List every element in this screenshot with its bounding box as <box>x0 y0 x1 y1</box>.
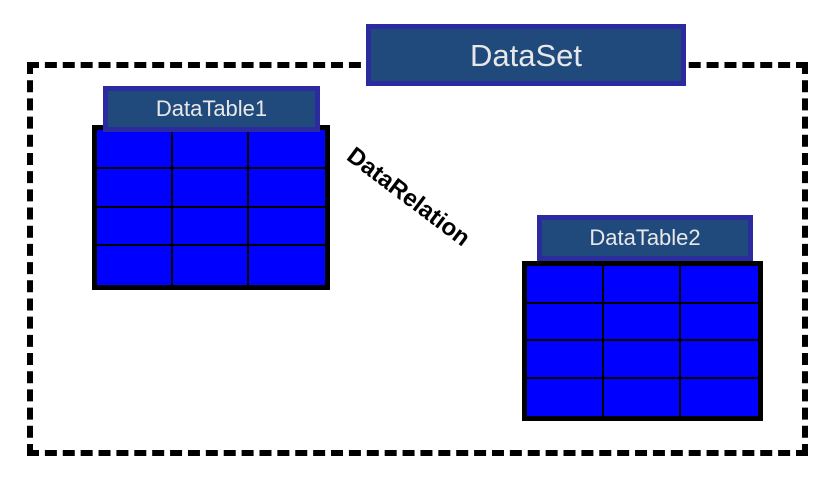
table-cell <box>681 303 758 341</box>
table-cell <box>604 341 681 379</box>
table-cell <box>97 130 173 169</box>
table-cell <box>249 168 325 208</box>
table-cell <box>173 168 249 208</box>
dataset-title-label: DataSet <box>469 37 582 73</box>
table-cell <box>681 266 758 304</box>
table-cell <box>173 130 249 169</box>
table-cell <box>527 303 604 341</box>
table-cell <box>681 378 758 416</box>
table-cell <box>527 341 604 379</box>
table-cell <box>604 378 681 416</box>
table-cell <box>249 130 325 169</box>
datatable2-title-plate: DataTable2 <box>537 215 753 261</box>
table-cell <box>249 207 325 247</box>
table-cell <box>681 341 758 379</box>
table-cell <box>97 246 173 285</box>
table-cell <box>527 378 604 416</box>
table-cell <box>604 303 681 341</box>
table-cell <box>249 246 325 285</box>
table-cell <box>97 207 173 247</box>
table-cell <box>527 266 604 304</box>
datatable2-grid <box>522 261 763 421</box>
datatable2-title-label: DataTable2 <box>589 225 701 250</box>
datatable1-title-label: DataTable1 <box>155 96 268 121</box>
table-cell <box>173 207 249 247</box>
datatable1-grid <box>92 125 330 290</box>
table-cell <box>173 246 249 285</box>
dataset-title-plate: DataSet <box>366 24 686 86</box>
table-cell <box>97 168 173 208</box>
table-cell <box>604 266 681 304</box>
datatable1-title-plate: DataTable1 <box>103 86 320 132</box>
